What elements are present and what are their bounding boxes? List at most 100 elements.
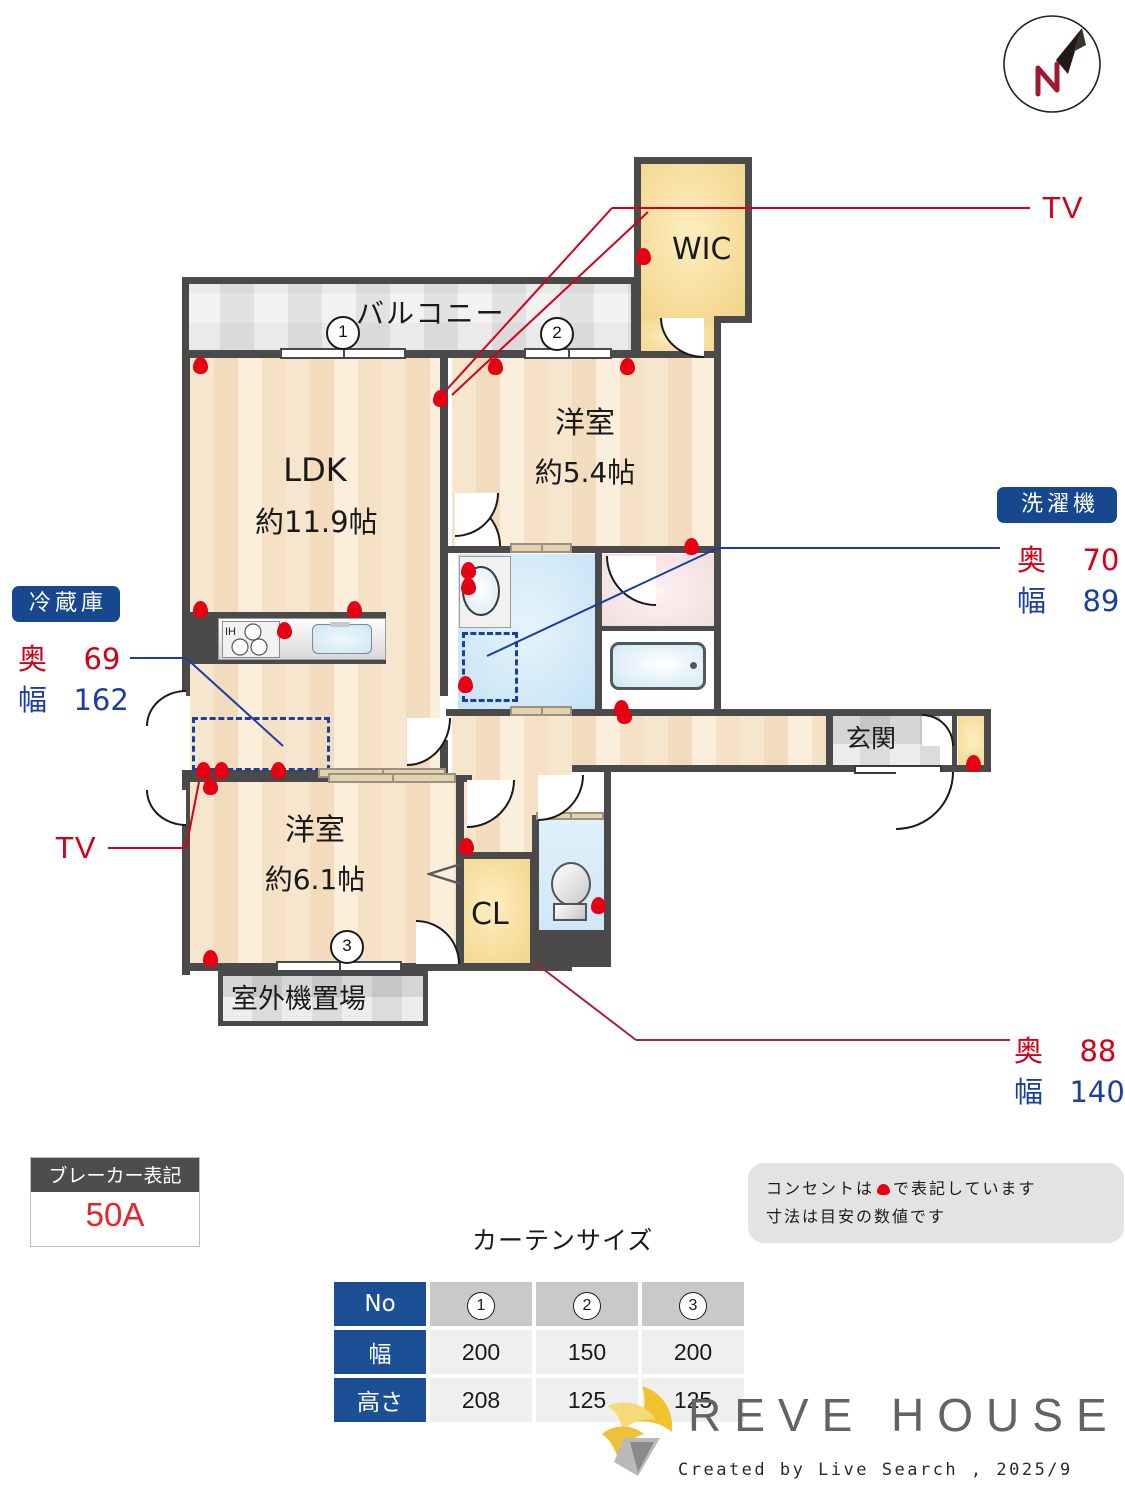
label-wic-text: WIC — [672, 232, 732, 267]
wall-bedroom54-right — [714, 351, 721, 551]
breaker-title: ブレーカー表記 — [31, 1158, 199, 1192]
room-wic — [640, 162, 748, 320]
kitchen-faucet — [330, 622, 350, 627]
door-swing-entrance-hall[interactable] — [896, 772, 954, 830]
outlet — [636, 248, 651, 265]
wall-ldk-right-lower — [440, 740, 448, 780]
window-bedroom54-balcony — [524, 348, 612, 359]
outlet — [488, 358, 503, 375]
label-entrance-text: 玄関 — [846, 724, 897, 753]
window-marker-3: 3 — [330, 930, 364, 964]
label-outdoor-text: 室外機置場 — [231, 984, 366, 1015]
washer-depth-value: 70 — [1082, 543, 1120, 577]
outlet — [591, 897, 606, 914]
curtain-height-2: 125 — [536, 1378, 638, 1422]
wall-main-left — [182, 351, 190, 696]
wall-bath-inner-divider — [602, 626, 714, 631]
curtain-header-height: 高さ — [334, 1378, 426, 1422]
ih-label: IH — [225, 626, 236, 638]
toilet-tank — [553, 903, 587, 921]
legend-note: コンセントはで表記しています 寸法は目安の数値です — [748, 1163, 1124, 1243]
wall-entrance-left — [826, 709, 833, 772]
label-bedroom61-name: 洋室 — [285, 813, 345, 848]
wall-corridor-right — [984, 709, 991, 772]
kitchen-sink — [312, 624, 372, 654]
washer-tag: 洗濯機 — [997, 487, 1117, 523]
legend-note-line1: コンセントはで表記しています — [766, 1175, 1106, 1203]
curtain-col-2: 2 — [536, 1282, 638, 1326]
curtain-col-3: 3 — [642, 1282, 744, 1326]
breaker-box: ブレーカー表記 50A — [30, 1157, 200, 1247]
breaker-value: 50A — [85, 1196, 145, 1233]
washer-width-value: 89 — [1082, 584, 1120, 618]
outlet — [203, 950, 218, 967]
wall-wic-top — [634, 157, 752, 164]
table-row-header: No 1 2 3 — [334, 1282, 744, 1326]
label-cl-text: CL — [471, 897, 509, 932]
label-bedroom-61: 洋室 約6.1帖 — [255, 812, 375, 897]
wall-corridor-bottom — [572, 765, 834, 772]
wall-balcony-top — [182, 277, 638, 284]
curtain-col-3-num: 3 — [679, 1291, 707, 1320]
door-swing-entrance-shoe[interactable] — [922, 714, 954, 746]
closet-width-value: 140 — [1069, 1075, 1125, 1109]
sash-washroom-bottom — [510, 706, 572, 716]
label-entrance: 玄関 — [846, 723, 896, 754]
outlet — [614, 700, 629, 717]
label-wic: WIC — [672, 231, 731, 269]
wall-bed61-top — [182, 775, 472, 782]
wall-outdoor-frame — [218, 971, 428, 976]
sash-washroom-top — [510, 543, 572, 553]
curtain-width-3: 200 — [642, 1330, 744, 1374]
washer-depth-label: 奥 — [1017, 543, 1047, 577]
wall-outdoor-bottom — [218, 1021, 428, 1026]
wall-bed61-right — [456, 775, 464, 970]
washer-width: 幅 89 — [1017, 578, 1119, 620]
reve-house-logo-icon — [590, 1380, 700, 1480]
curtain-width-2: 150 — [536, 1330, 638, 1374]
wall-ldk-bottom — [182, 770, 448, 778]
toilet-bowl — [551, 862, 591, 906]
outlet — [347, 601, 362, 618]
outlet — [684, 538, 699, 555]
curtain-col-1: 1 — [430, 1282, 532, 1326]
room-outdoor-unit — [222, 975, 424, 1025]
wall-toilet-bottom — [532, 960, 611, 967]
outlet — [203, 778, 218, 795]
outlet — [433, 390, 448, 407]
room-cl — [458, 858, 534, 966]
fridge-depth: 奥 69 — [18, 636, 120, 678]
wall-main-left-lower — [182, 775, 190, 975]
outlet — [277, 622, 292, 639]
watermark-brand: REVE HOUSE — [688, 1389, 1120, 1441]
fridge-width: 幅 162 — [18, 677, 129, 719]
door-swing-ldk-west[interactable] — [146, 690, 186, 726]
window-marker-2: 2 — [540, 317, 574, 351]
wall-toilet-right — [604, 772, 611, 967]
curtain-table: No 1 2 3 幅 200 150 200 高さ 208 125 125 — [330, 1278, 748, 1426]
table-row-height: 高さ 208 125 125 — [334, 1378, 744, 1422]
curtain-header-no: No — [334, 1282, 426, 1326]
label-bedroom54-area: 約5.4帖 — [534, 455, 636, 489]
fridge-depth-value: 69 — [83, 642, 121, 676]
wall-corridor-top — [714, 709, 984, 716]
wall-wash-bath-divider — [595, 546, 602, 716]
wall-balcony-left — [182, 277, 189, 357]
wall-wic-right-step — [714, 316, 752, 323]
sash-toilet-top — [536, 812, 604, 820]
label-bedroom54-name: 洋室 — [555, 406, 615, 441]
outlet — [193, 601, 208, 618]
legend-note-line1-after: で表記しています — [893, 1179, 1037, 1198]
window-bedroom61-south — [276, 961, 402, 972]
wall-wic-right — [745, 157, 752, 322]
door-swing-bed61-west[interactable] — [146, 790, 186, 826]
window-marker-1: 1 — [326, 316, 360, 350]
outlet — [459, 838, 474, 855]
curtain-col-1-num: 1 — [467, 1291, 495, 1320]
wall-bath-right — [714, 546, 721, 716]
room-entrance — [830, 712, 940, 772]
wall-bedroom54-bottom — [446, 546, 721, 553]
outlet — [271, 762, 286, 779]
wall-toilet-left — [532, 815, 539, 967]
wall-ldk-top — [182, 351, 642, 358]
